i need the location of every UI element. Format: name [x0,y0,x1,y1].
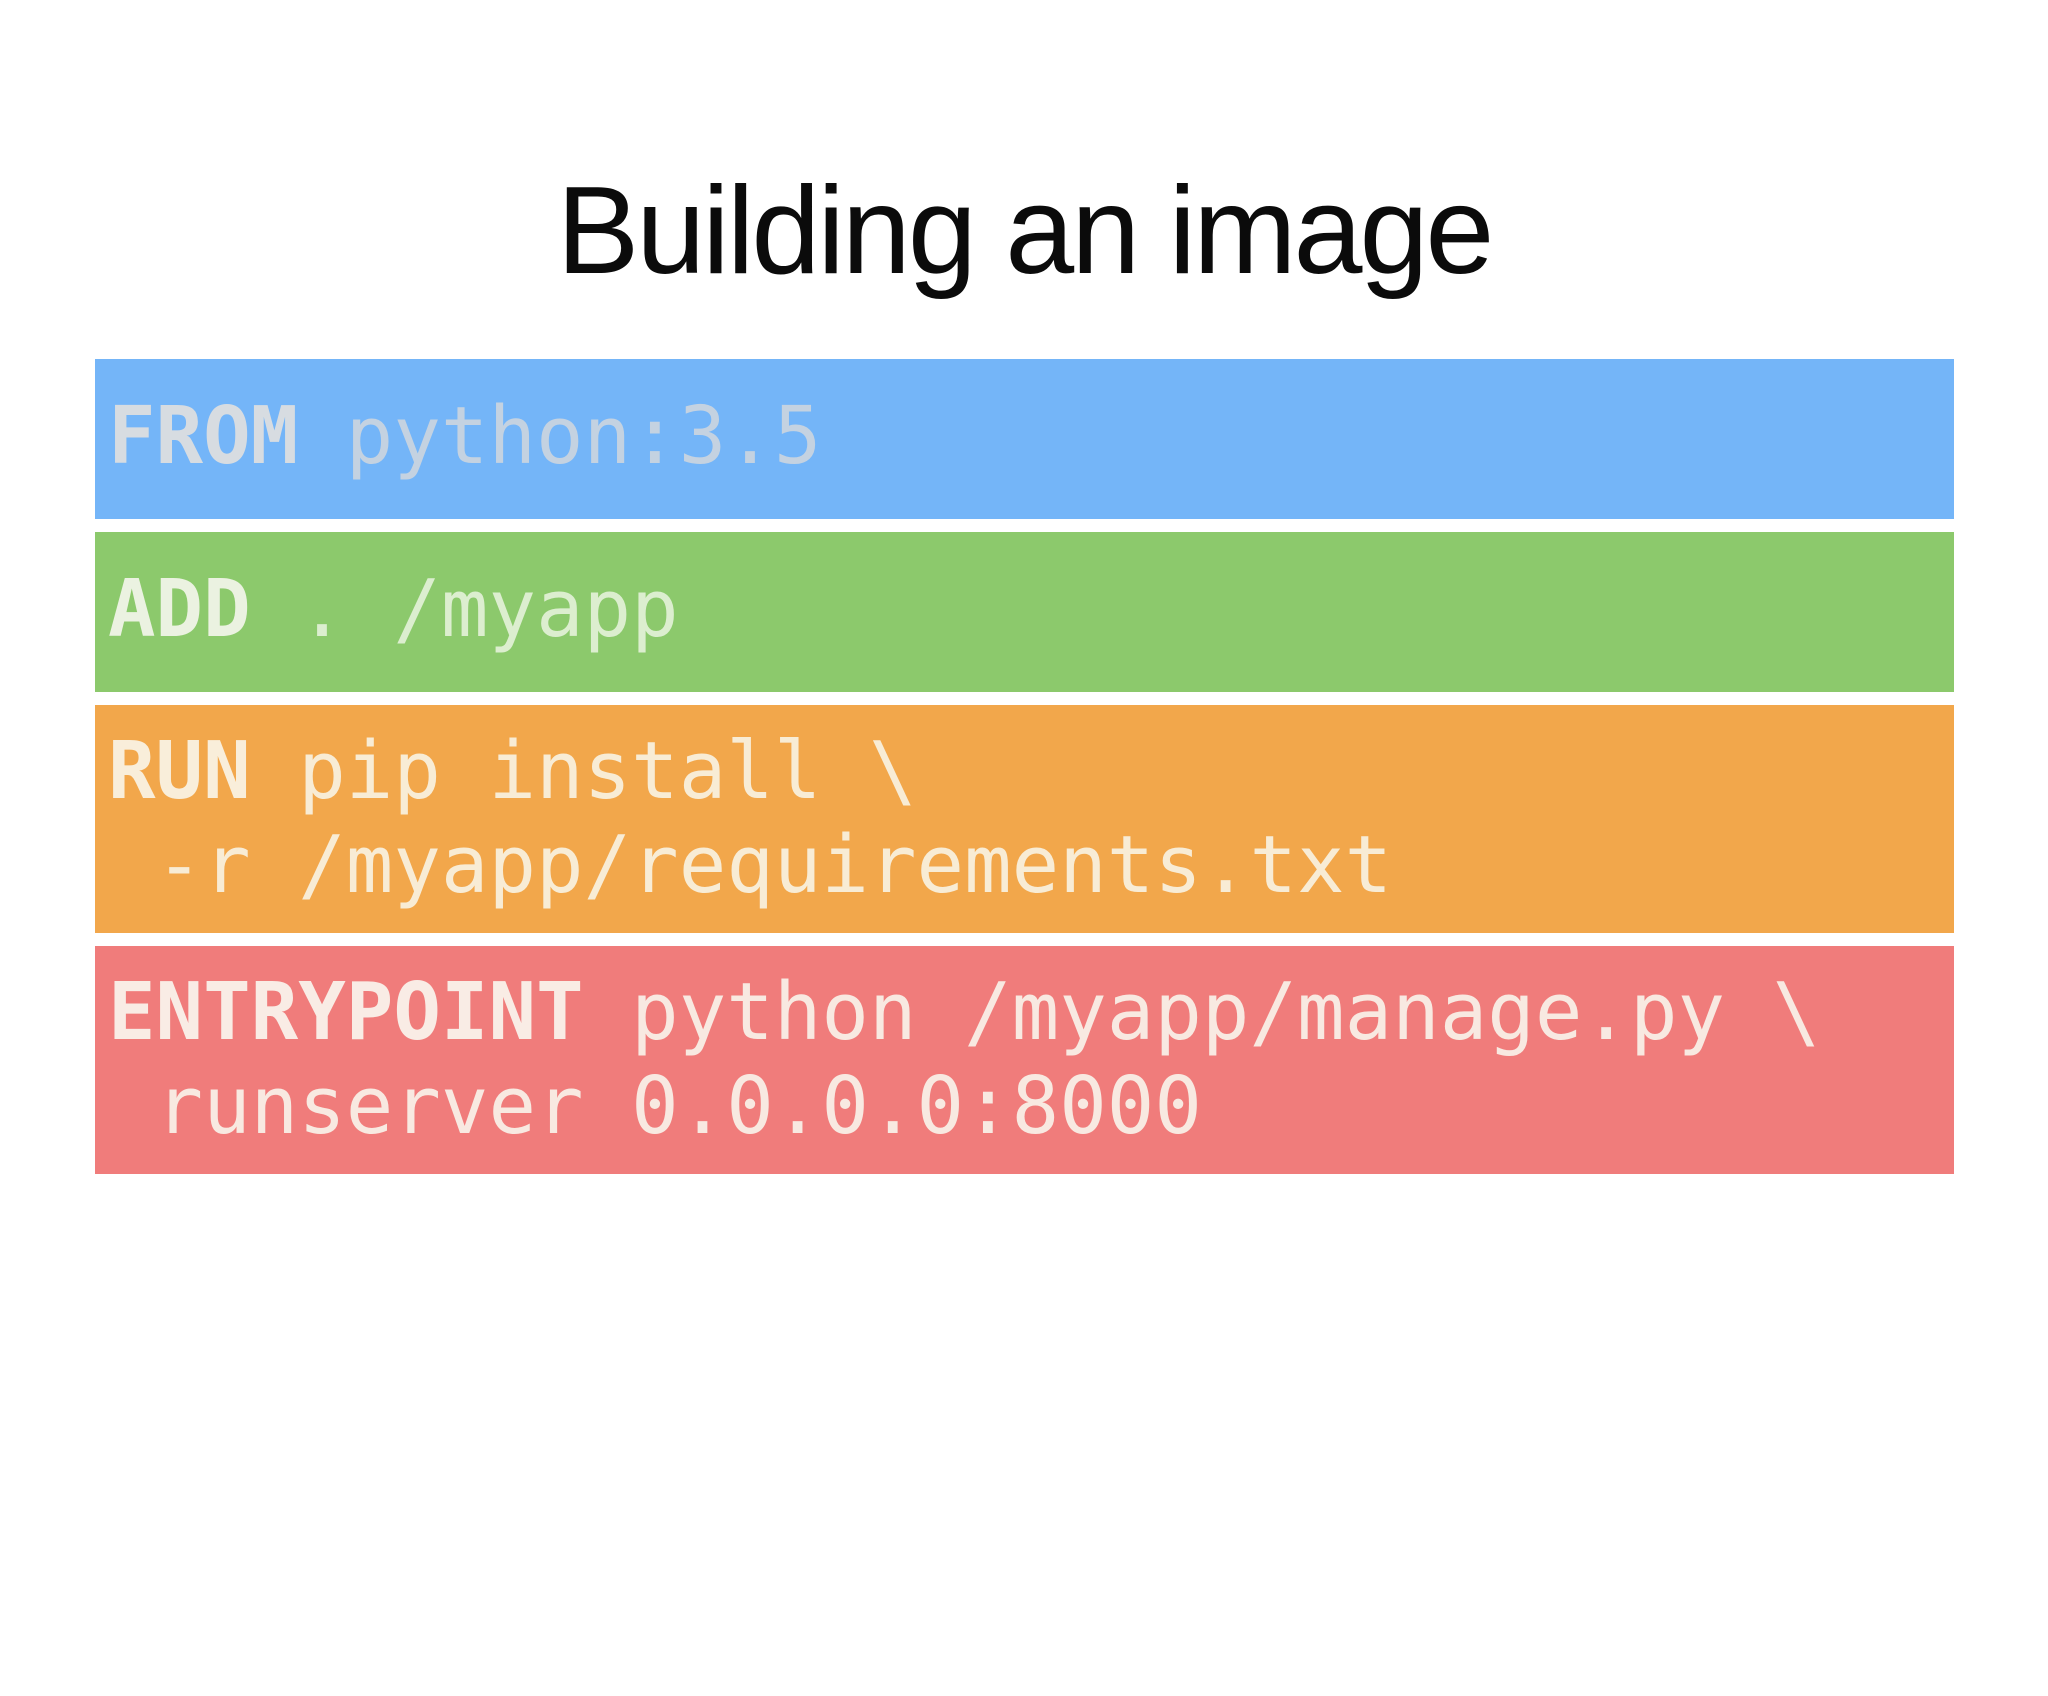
code-line: RUN pip install \ [108,724,1954,818]
dockerfile-keyword: FROM [108,389,299,482]
dockerfile-argument: runserver 0.0.0.0:8000 [108,1059,1202,1152]
code-line: ADD . /myapp [108,562,1954,656]
code-line: runserver 0.0.0.0:8000 [108,1059,1954,1153]
dockerfile-keyword: RUN [108,724,251,817]
dockerfile-bar-add: ADD . /myapp [95,531,1954,692]
dockerfile-bar-entrypoint: ENTRYPOINT python /myapp/manage.py \ run… [95,945,1954,1174]
dockerfile-keyword: ADD [108,562,251,655]
dockerfile-bar-from: FROM python:3.5 [95,358,1954,519]
dockerfile-bar-run: RUN pip install \ -r /myapp/requirements… [95,704,1954,933]
dockerfile-keyword: ENTRYPOINT [108,965,584,1058]
dockerfile-argument: -r /myapp/requirements.txt [108,818,1393,911]
dockerfile-argument: python /myapp/manage.py \ [583,965,1821,1058]
slide-title: Building an image [556,162,1495,300]
dockerfile-argument: . /myapp [250,562,679,655]
code-line: ENTRYPOINT python /myapp/manage.py \ [108,965,1954,1059]
code-line: FROM python:3.5 [108,389,1954,483]
code-line: -r /myapp/requirements.txt [108,818,1954,912]
dockerfile-argument: pip install \ [250,724,917,817]
dockerfile-argument: python:3.5 [298,389,822,482]
